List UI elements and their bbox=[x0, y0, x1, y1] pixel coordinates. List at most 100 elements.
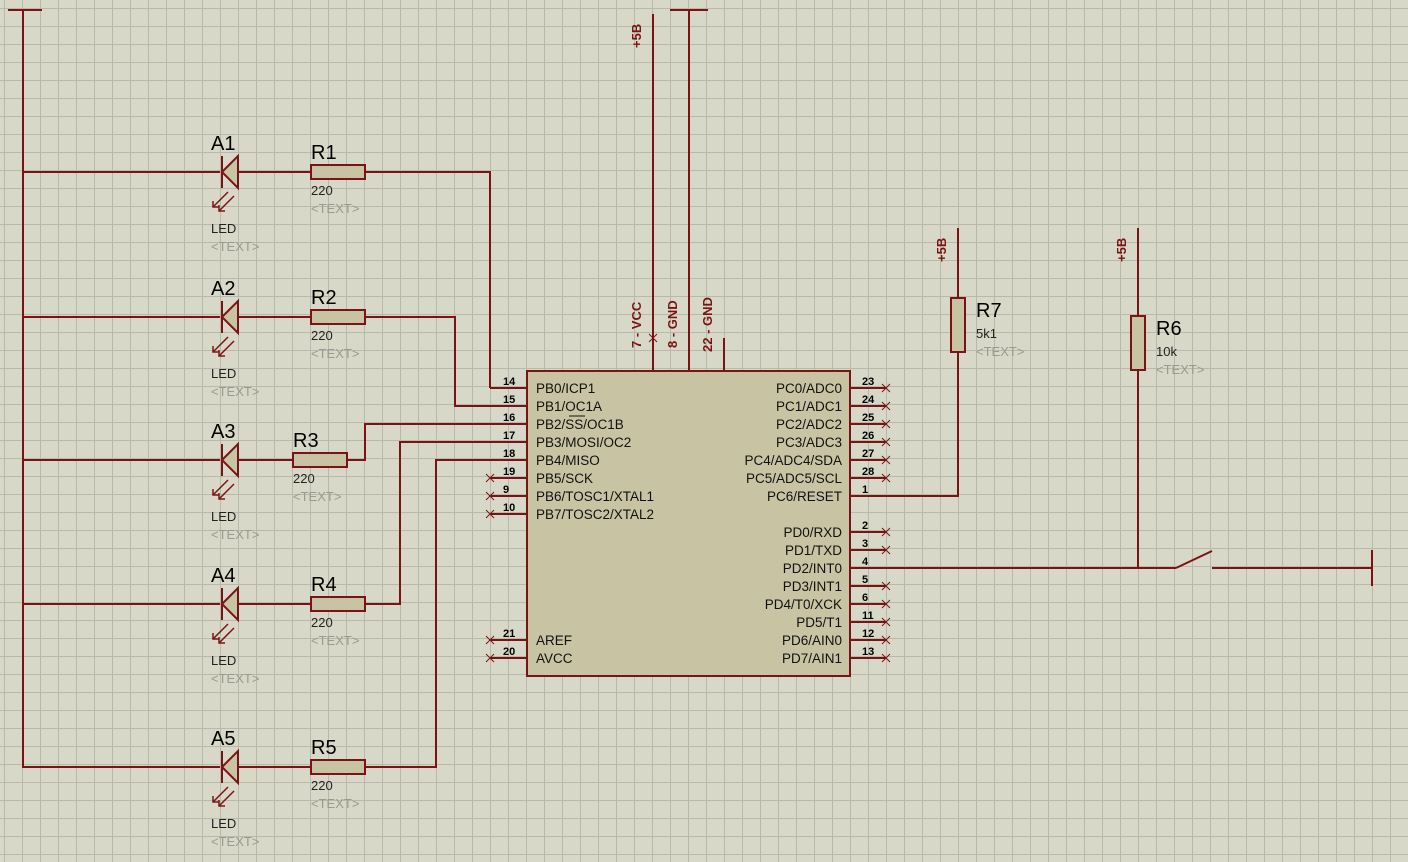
resistor-r3-value: 220 bbox=[293, 471, 315, 486]
resistor-r3-ref: R3 bbox=[293, 430, 319, 452]
mcu-pin-number: 19 bbox=[503, 466, 515, 478]
resistor-r2-body[interactable] bbox=[310, 309, 366, 325]
mcu-pin-28[interactable]: 28 PC5/ADC5/SCL bbox=[746, 466, 891, 486]
mcu-pin-2[interactable]: 2 PD0/RXD bbox=[783, 520, 891, 540]
resistor-r6-value: 10k bbox=[1156, 344, 1177, 359]
mcu-pin-label: PD4/T0/XCK bbox=[765, 597, 842, 612]
resistor-r1-text: <TEXT> bbox=[311, 201, 359, 216]
led-1-type: LED bbox=[211, 221, 236, 236]
mcu-pin-number: 2 bbox=[862, 520, 868, 532]
mcu-pin-label: PB3/MOSI/OC2 bbox=[536, 435, 631, 450]
resistor-r1-ref: R1 bbox=[311, 142, 337, 164]
pin-label-gnd-8: 8 - GND bbox=[665, 300, 680, 348]
mcu-pin-label: PC0/ADC0 bbox=[776, 381, 842, 396]
mcu-pin-number: 24 bbox=[862, 394, 875, 406]
mcu-body[interactable] bbox=[526, 370, 851, 677]
mcu-pin-number: 25 bbox=[862, 412, 874, 424]
mcu-pin-label: PC2/ADC2 bbox=[776, 417, 842, 432]
mcu-pin-label: PC5/ADC5/SCL bbox=[746, 471, 843, 486]
mcu-pin-number: 6 bbox=[862, 592, 868, 604]
pin-label-gnd-22: 22 - GND bbox=[700, 297, 715, 352]
mcu-pin-6[interactable]: 6 PD4/T0/XCK bbox=[765, 592, 891, 612]
mcu-pin-label: AVCC bbox=[536, 651, 573, 666]
resistor-r1-body[interactable] bbox=[310, 164, 366, 180]
resistor-r6-ref: R6 bbox=[1156, 318, 1182, 340]
led-2-type: LED bbox=[211, 366, 236, 381]
led-rows: A1LED<TEXT>R1220<TEXT>A2LED<TEXT>R2220<T… bbox=[23, 133, 491, 849]
mcu-pin-label: PC1/ADC1 bbox=[776, 399, 842, 414]
mcu-pin-number: 9 bbox=[503, 484, 509, 496]
push-button-switch[interactable] bbox=[1175, 550, 1373, 586]
resistor-r1[interactable]: R1 220 <TEXT> bbox=[310, 142, 366, 216]
power-label-r7: +5B bbox=[934, 238, 949, 262]
resistor-r6[interactable]: +5B R6 10k <TEXT> bbox=[1114, 228, 1204, 568]
resistor-r7-body[interactable] bbox=[950, 297, 966, 353]
mcu-pin-number: 21 bbox=[503, 628, 515, 640]
ground-rail bbox=[8, 9, 42, 768]
led-5-ref: A5 bbox=[211, 728, 235, 750]
mcu-pin-label: PD0/RXD bbox=[783, 525, 842, 540]
resistor-r7-ref: R7 bbox=[976, 300, 1002, 322]
mcu-pin-9[interactable]: 9 PB6/TOSC1/XTAL1 bbox=[485, 484, 654, 504]
mcu-pin-label: PD1/TXD bbox=[785, 543, 842, 558]
mcu-pin-label: PD5/T1 bbox=[796, 615, 842, 630]
microcontroller[interactable] bbox=[526, 370, 851, 677]
resistor-r3-body[interactable] bbox=[292, 452, 348, 468]
resistor-r2-value: 220 bbox=[311, 328, 333, 343]
mcu-pin-label: PD3/INT1 bbox=[783, 579, 842, 594]
mcu-pin-number: 18 bbox=[503, 448, 515, 460]
wire-r4-to-pb3 bbox=[365, 441, 490, 605]
mcu-pin-24[interactable]: 24 PC1/ADC1 bbox=[776, 394, 891, 414]
mcu-pin-label: PD2/INT0 bbox=[783, 561, 842, 576]
resistor-r5-value: 220 bbox=[311, 778, 333, 793]
resistor-r7-text: <TEXT> bbox=[976, 344, 1024, 359]
resistor-r4-body[interactable] bbox=[310, 596, 366, 612]
mcu-pin-25[interactable]: 25 PC2/ADC2 bbox=[776, 412, 891, 432]
led-4-ref: A4 bbox=[211, 565, 235, 587]
led-2-ref: A2 bbox=[211, 278, 235, 300]
resistor-r7[interactable]: +5B R7 5k1 <TEXT> bbox=[858, 228, 1024, 497]
top-power-rail: +5B bbox=[629, 9, 708, 338]
mcu-pin-number: 26 bbox=[862, 430, 874, 442]
led-3-text: <TEXT> bbox=[211, 527, 259, 542]
wire-r2-to-pb1 bbox=[365, 316, 490, 407]
resistor-r5-body[interactable] bbox=[310, 759, 366, 775]
wire-r5-to-pb4 bbox=[365, 459, 490, 768]
mcu-pin-number: 27 bbox=[862, 448, 874, 460]
mcu-pin-label: PB6/TOSC1/XTAL1 bbox=[536, 489, 654, 504]
mcu-pin-number: 15 bbox=[503, 394, 515, 406]
resistor-r1-value: 220 bbox=[311, 183, 333, 198]
mcu-pin-number: 28 bbox=[862, 466, 874, 478]
resistor-r6-body[interactable] bbox=[1130, 315, 1146, 371]
